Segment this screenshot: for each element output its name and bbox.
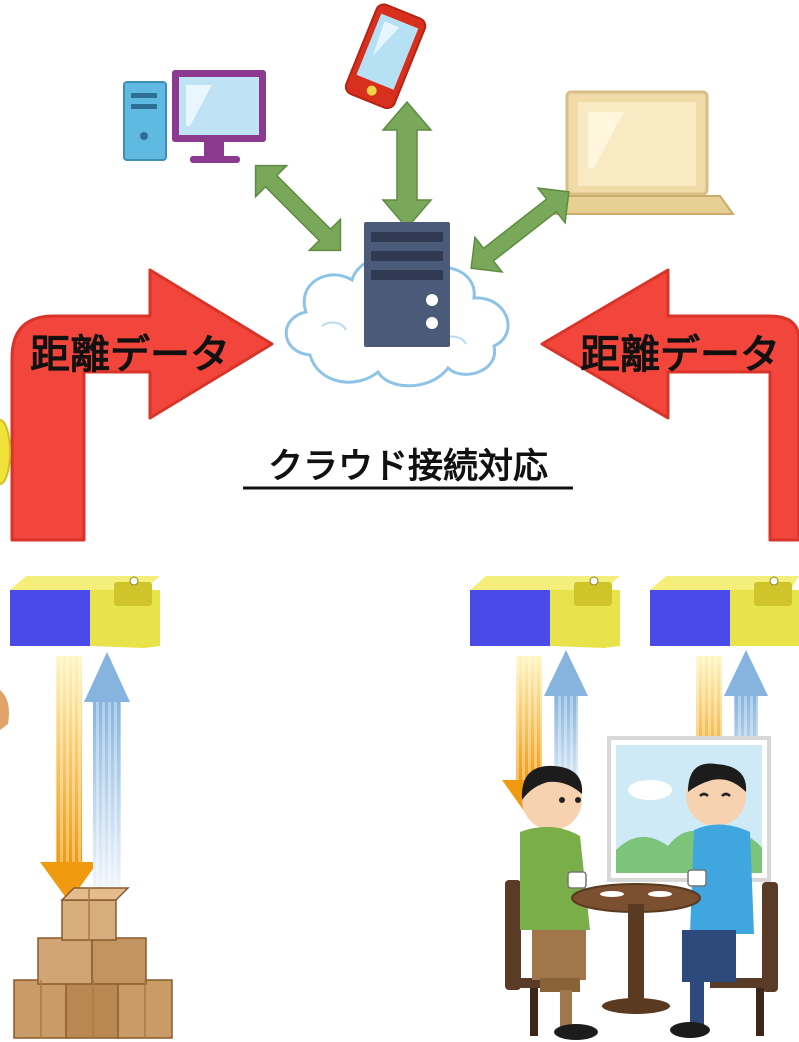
distance-sensor-icon (650, 576, 799, 646)
left-data-arrow (10, 268, 274, 542)
left-arrow-label: 距離データ (30, 332, 230, 378)
cloud-caption: クラウド接続対応 (268, 447, 548, 487)
laptop-icon (543, 90, 735, 215)
smartphone-icon (344, 3, 427, 110)
left-down-beam (40, 656, 98, 902)
people-at-table-icon (505, 736, 778, 1040)
partial-tan-object (0, 690, 9, 730)
distance-sensor-icon (10, 576, 160, 648)
desktop-pc-icon (123, 70, 266, 163)
server-icon (364, 222, 450, 347)
partial-yellow-object (0, 419, 11, 485)
cardboard-boxes-icon (13, 887, 173, 1039)
distance-sensor-icon (470, 576, 620, 648)
right-arrow-label: 距離データ (580, 332, 780, 378)
right-data-arrow (540, 268, 799, 542)
left-up-beam (84, 652, 130, 914)
